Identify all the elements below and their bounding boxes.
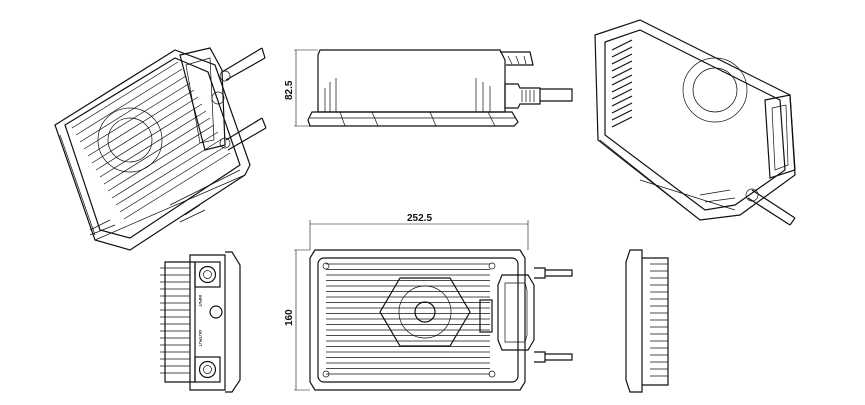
output-label: OUTPUT (198, 330, 203, 347)
cooling-fin (115, 138, 223, 206)
cooling-fin (111, 131, 219, 199)
top-view: 252.5 160 (284, 213, 573, 391)
cooling-fin (611, 46, 633, 58)
end-view-right (625, 249, 669, 393)
cooling-fin (611, 102, 633, 114)
cooling-fin (611, 74, 633, 86)
cooling-fin (611, 67, 633, 79)
cooling-fin (611, 60, 633, 72)
cooling-fin (95, 103, 203, 171)
cooling-fin (75, 68, 183, 136)
isometric-view-left (54, 47, 267, 251)
cooling-fin (87, 89, 195, 157)
cooling-fin (611, 95, 633, 107)
cooling-fin (99, 110, 207, 178)
cooling-fin (611, 116, 633, 128)
cooling-fin (83, 82, 191, 150)
cooling-fin (611, 53, 633, 65)
cooling-fin (611, 109, 633, 121)
end-view-input-output: INPUT OUTPUT (160, 251, 241, 393)
cooling-fin (107, 124, 215, 192)
cooling-fin (103, 117, 211, 185)
cooling-fin (611, 81, 633, 93)
cooling-fin (123, 152, 231, 220)
cooling-fin (611, 88, 633, 100)
height-dimension-label: 82.5 (284, 80, 295, 100)
cooling-fin (119, 145, 227, 213)
cooling-fin (611, 39, 633, 51)
width-dimension-label: 160 (284, 309, 295, 326)
length-dimension-label: 252.5 (407, 213, 432, 224)
cooling-fin (79, 75, 187, 143)
cooling-fin (91, 96, 199, 164)
input-label: INPUT (198, 295, 203, 308)
isometric-view-right (594, 19, 796, 226)
side-view: 82.5 (284, 49, 573, 127)
cooling-fin (71, 61, 179, 129)
